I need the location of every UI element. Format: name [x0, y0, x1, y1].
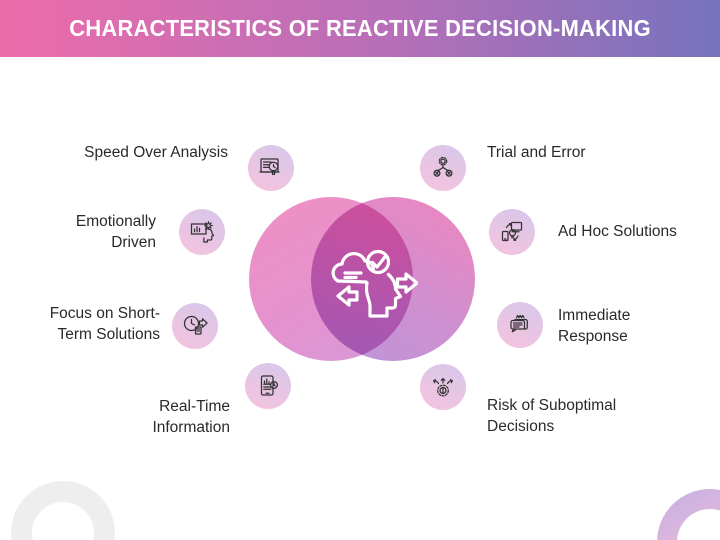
item-badge-ad-hoc-solutions	[489, 209, 535, 255]
header-bar: CHARACTERISTICS OF REACTIVE DECISION-MAK…	[0, 0, 720, 57]
item-label-risk-suboptimal: Risk of Suboptimal Decisions	[487, 397, 617, 435]
item-label-immediate-response: Immediate Response	[558, 307, 631, 345]
item-label-speed-over-analysis: Speed Over Analysis	[84, 144, 228, 161]
item-label-emotionally-driven: Emotionally Driven	[75, 213, 156, 251]
item-label-focus-short-term: Focus on Short- Term Solutions	[49, 305, 160, 343]
item-badge-speed-over-analysis	[248, 145, 294, 191]
item-badge-focus-short-term	[172, 303, 218, 349]
gear-error-branch-icon	[433, 156, 453, 177]
document-magnifier-icon	[259, 158, 280, 176]
item-label-trial-and-error: Trial and Error	[487, 144, 586, 161]
item-badge-emotionally-driven	[179, 209, 225, 255]
item-badge-real-time-information	[245, 363, 291, 409]
head-decision-icon	[318, 240, 419, 325]
clock-arrow-icon	[183, 315, 208, 335]
item-label-real-time-information: Real-Time Information	[152, 398, 230, 436]
decorative-ring-pink	[657, 489, 720, 540]
chart-mind-icon	[190, 221, 215, 243]
decorative-ring-gray	[11, 481, 115, 540]
tablet-chart-clock-icon	[260, 375, 279, 396]
page-title: CHARACTERISTICS OF REACTIVE DECISION-MAK…	[69, 15, 651, 41]
item-badge-trial-and-error	[420, 145, 466, 191]
item-label-ad-hoc-solutions: Ad Hoc Solutions	[558, 223, 677, 240]
gear-arrows-icon	[433, 377, 453, 397]
item-badge-risk-suboptimal	[420, 364, 466, 410]
devices-idea-icon	[501, 221, 523, 242]
chat-alarm-icon	[510, 314, 528, 333]
item-badge-immediate-response	[497, 302, 543, 348]
